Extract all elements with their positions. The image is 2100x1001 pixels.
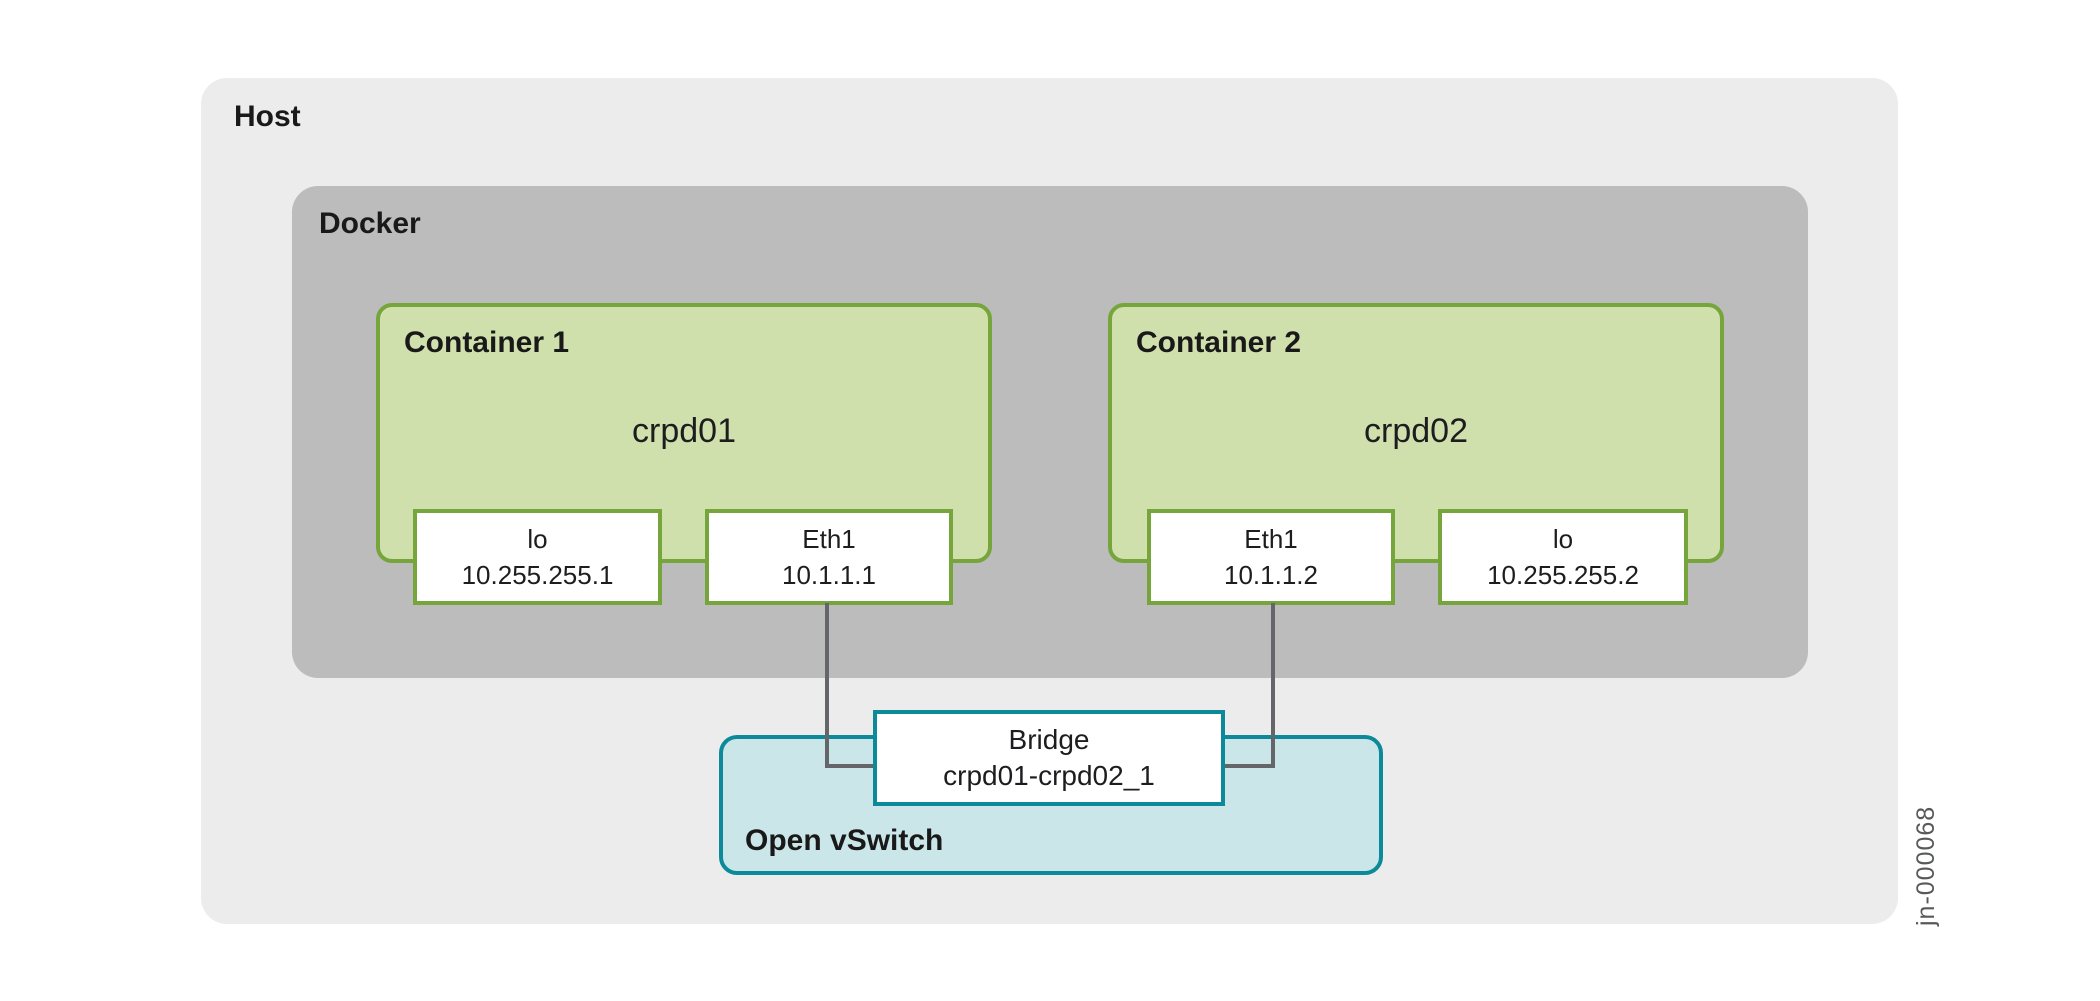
interface-ip: 10.1.1.2 xyxy=(1224,560,1318,590)
interface-name: Eth1 xyxy=(1244,524,1298,554)
container-1-name: crpd01 xyxy=(632,412,736,450)
figure-id-label: jn-000068 xyxy=(1912,805,1940,926)
container-1-label: Container 1 xyxy=(404,326,570,359)
interface-name: Eth1 xyxy=(802,524,856,554)
interface-box-container2-eth1: Eth1 10.1.1.2 xyxy=(1147,509,1395,605)
container-2-name: crpd02 xyxy=(1364,412,1468,450)
interface-ip: 10.1.1.1 xyxy=(782,560,876,590)
bridge-name: crpd01-crpd02_1 xyxy=(943,760,1155,791)
bridge-box: Bridge crpd01-crpd02_1 xyxy=(873,710,1225,806)
connector-container1-eth1-vertical xyxy=(825,603,829,768)
container-2-label: Container 2 xyxy=(1136,326,1302,359)
interface-name: lo xyxy=(1552,524,1574,554)
docker-label: Docker xyxy=(319,207,421,240)
bridge-title: Bridge xyxy=(1008,724,1090,755)
interface-name: lo xyxy=(527,524,548,554)
interface-box-container1-lo: lo 10.255.255.1 xyxy=(413,509,662,605)
interface-ip: 10.255.255.2 xyxy=(1487,560,1639,590)
interface-box-container1-eth1: Eth1 10.1.1.1 xyxy=(705,509,953,605)
connector-container2-eth1-vertical xyxy=(1271,603,1275,768)
interface-ip: 10.255.255.1 xyxy=(461,560,614,590)
ovs-label: Open vSwitch xyxy=(745,824,944,857)
connector-container2-eth1-horizontal xyxy=(1225,764,1275,768)
interface-box-container2-lo: lo 10.255.255.2 xyxy=(1438,509,1688,605)
host-label: Host xyxy=(234,100,301,133)
connector-container1-eth1-horizontal xyxy=(825,764,873,768)
